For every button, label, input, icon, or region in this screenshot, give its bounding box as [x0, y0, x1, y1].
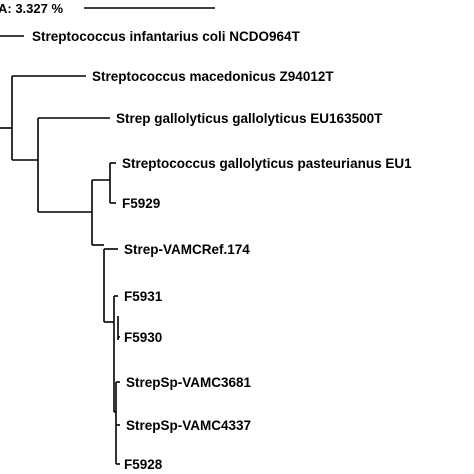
- leaf-label-f5928: F5928: [124, 457, 163, 472]
- leaf-label-vamcref174: Strep-VAMCRef.174: [124, 242, 250, 257]
- leaf-label-vamc4337: StrepSp-VAMC4337: [126, 418, 251, 433]
- leaf-label-pasteurianus: Streptococcus gallolyticus pasteurianus …: [122, 156, 412, 171]
- leaf-label-macedonicus: Streptococcus macedonicus Z94012T: [92, 69, 334, 84]
- leaf-label-vamc3681: StrepSp-VAMC3681: [126, 375, 252, 390]
- leaf-label-f5929: F5929: [122, 196, 160, 211]
- leaf-label-infantarius: Streptococcus infantarius coli NCDO964T: [32, 29, 301, 44]
- leaf-label-f5931: F5931: [124, 289, 163, 304]
- leaf-label-f5930: F5930: [124, 330, 162, 345]
- leaf-label-gallolyticus: Strep gallolyticus gallolyticus EU163500…: [116, 111, 383, 126]
- scale-label: A: 3.327 %: [0, 1, 63, 16]
